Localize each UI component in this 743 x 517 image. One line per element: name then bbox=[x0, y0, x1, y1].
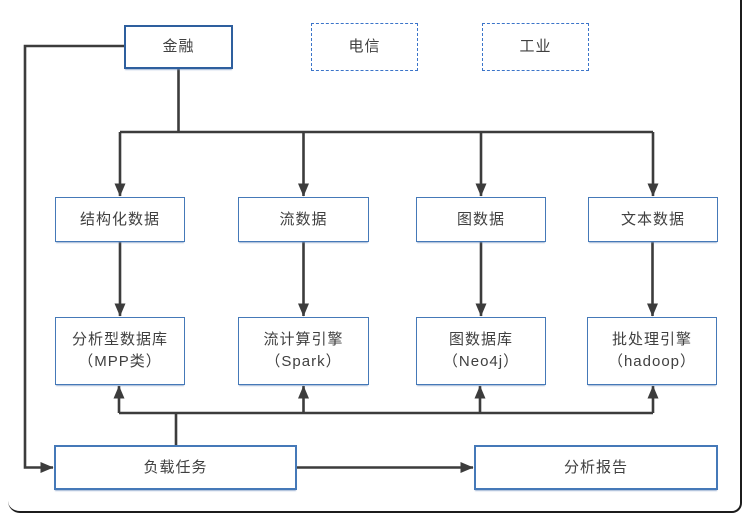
node-mpp-database-name: 分析型数据库 bbox=[71, 331, 168, 348]
node-graph-database-tech: （Neo4j） bbox=[442, 353, 520, 370]
node-industry: 工业 bbox=[482, 23, 589, 71]
node-batch-engine-name: 批处理引擎 bbox=[611, 331, 692, 348]
node-batch-engine: 批处理引擎 （hadoop） bbox=[587, 317, 717, 385]
node-structured-data-label: 结构化数据 bbox=[79, 210, 160, 228]
node-mpp-database-tech: （MPP类） bbox=[78, 353, 162, 370]
node-telecom: 电信 bbox=[311, 23, 418, 71]
node-load-task-label: 负载任务 bbox=[143, 458, 208, 476]
node-stream-engine: 流计算引擎 （Spark） bbox=[238, 317, 369, 385]
node-text-data-label: 文本数据 bbox=[620, 210, 685, 228]
node-stream-data-label: 流数据 bbox=[279, 210, 328, 228]
node-stream-engine-tech: （Spark） bbox=[265, 353, 342, 370]
node-batch-engine-tech: （hadoop） bbox=[607, 353, 697, 370]
node-finance-label: 金融 bbox=[162, 38, 195, 55]
node-finance: 金融 bbox=[124, 25, 233, 69]
node-telecom-label: 电信 bbox=[348, 38, 381, 55]
node-graph-data: 图数据 bbox=[416, 197, 546, 242]
node-structured-data: 结构化数据 bbox=[55, 197, 185, 242]
node-analysis-report: 分析报告 bbox=[474, 445, 718, 490]
node-text-data: 文本数据 bbox=[588, 197, 718, 242]
node-load-task: 负载任务 bbox=[54, 445, 297, 490]
arrow-finance-to-loadtask bbox=[23, 44, 124, 473]
node-industry-label: 工业 bbox=[519, 38, 552, 55]
node-graph-database-name: 图数据库 bbox=[448, 331, 513, 348]
node-graph-database: 图数据库 （Neo4j） bbox=[416, 317, 546, 385]
node-stream-engine-name: 流计算引擎 bbox=[263, 331, 344, 348]
node-mpp-database: 分析型数据库 （MPP类） bbox=[55, 317, 185, 385]
node-graph-data-label: 图数据 bbox=[456, 210, 505, 228]
node-analysis-report-label: 分析报告 bbox=[563, 458, 628, 476]
node-stream-data: 流数据 bbox=[238, 197, 369, 242]
